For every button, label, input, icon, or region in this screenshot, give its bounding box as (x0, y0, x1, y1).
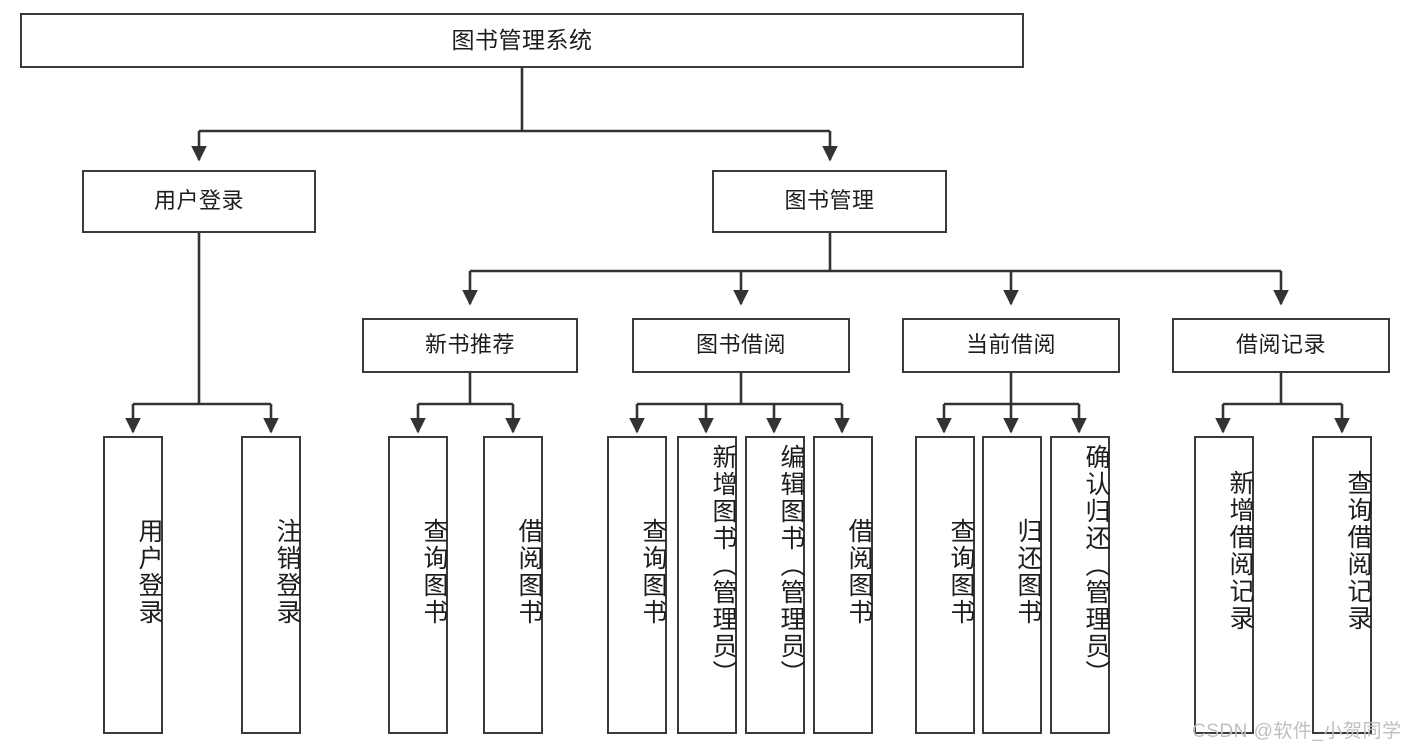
node-label: 编辑图书（管理员） (777, 444, 805, 687)
node-label: 借阅记录 (1235, 332, 1326, 358)
leaf-borrow-record-query[interactable]: 查询借阅记录 (1312, 436, 1372, 734)
node-label: 新增图书（管理员） (709, 444, 737, 687)
node-label: 用户登录 (135, 518, 163, 626)
leaf-current-borrow-confirm-admin[interactable]: 确认归还（管理员） (1050, 436, 1110, 734)
node-label: 查询图书 (639, 518, 667, 626)
node-label: 新书推荐 (424, 332, 515, 358)
node-book-management[interactable]: 图书管理 (712, 170, 947, 233)
node-label: 当前借阅 (965, 332, 1056, 358)
leaf-user-login-logout[interactable]: 注销登录 (241, 436, 301, 734)
node-label: 归还图书 (1014, 518, 1042, 626)
leaf-borrow-record-add[interactable]: 新增借阅记录 (1194, 436, 1254, 734)
node-label: 用户登录 (153, 188, 244, 214)
leaf-book-borrow-query[interactable]: 查询图书 (607, 436, 667, 734)
leaf-book-borrow-add-admin[interactable]: 新增图书（管理员） (677, 436, 737, 734)
node-label: 查询图书 (947, 518, 975, 626)
node-label: 注销登录 (273, 518, 301, 626)
node-label: 查询借阅记录 (1344, 470, 1372, 632)
node-label: 确认归还（管理员） (1082, 444, 1110, 687)
node-label: 借阅图书 (845, 518, 873, 626)
leaf-current-borrow-query[interactable]: 查询图书 (915, 436, 975, 734)
node-user-login[interactable]: 用户登录 (82, 170, 316, 233)
node-label: 图书借阅 (695, 332, 786, 358)
node-label: 图书管理 (784, 188, 875, 214)
node-new-book-recommend[interactable]: 新书推荐 (362, 318, 578, 373)
leaf-book-borrow-borrow[interactable]: 借阅图书 (813, 436, 873, 734)
leaf-new-book-borrow[interactable]: 借阅图书 (483, 436, 543, 734)
node-label: 借阅图书 (515, 518, 543, 626)
node-book-borrow[interactable]: 图书借阅 (632, 318, 850, 373)
node-label: 图书管理系统 (451, 26, 593, 53)
csdn-watermark: CSDN @软件_小贺同学 (1192, 721, 1402, 742)
node-current-borrow[interactable]: 当前借阅 (902, 318, 1120, 373)
leaf-book-borrow-edit-admin[interactable]: 编辑图书（管理员） (745, 436, 805, 734)
node-label: 查询图书 (420, 518, 448, 626)
leaf-new-book-query[interactable]: 查询图书 (388, 436, 448, 734)
node-borrow-record[interactable]: 借阅记录 (1172, 318, 1390, 373)
node-label: 新增借阅记录 (1226, 470, 1254, 632)
leaf-current-borrow-return[interactable]: 归还图书 (982, 436, 1042, 734)
node-root-book-management-system[interactable]: 图书管理系统 (20, 13, 1024, 68)
leaf-user-login-login[interactable]: 用户登录 (103, 436, 163, 734)
